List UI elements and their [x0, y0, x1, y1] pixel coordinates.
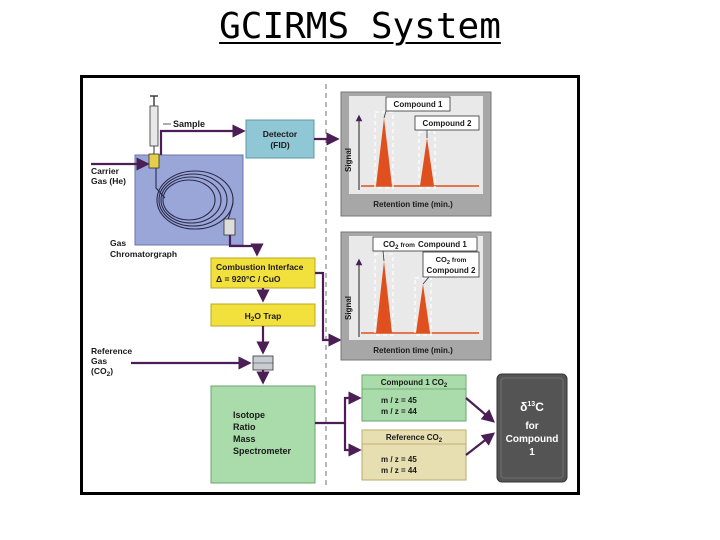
gc-label-1: Gas [110, 238, 126, 248]
fid-label-compound2: Compound 2 [423, 119, 472, 128]
co2-label-2-line2: Compound 2 [427, 266, 476, 275]
reference-mz44: m / z = 44 [381, 466, 417, 475]
reference-result-header [361, 429, 467, 445]
co2-peak2-highlight [414, 277, 432, 336]
compound-to-delta-arrow [465, 397, 496, 423]
column-outlet [227, 202, 234, 221]
syringe-icon [149, 95, 159, 154]
irms-box [210, 385, 316, 484]
carrier-gas-label-1: Carrier [91, 166, 120, 176]
reference-gas-label-3: (CO2) [91, 366, 113, 378]
reference-to-delta-arrow [465, 432, 496, 456]
delta-inner-border [500, 377, 564, 479]
irms-to-results-arrow [315, 391, 362, 425]
co2-label-2-box [422, 251, 480, 278]
slide-title: GCIRMS System [0, 6, 720, 47]
gc-column-coil [156, 170, 234, 230]
diagram-frame: Sample Carrier Gas (He) Detector (FID) G… [80, 75, 580, 495]
reference-mz45: m / z = 45 [381, 455, 417, 464]
reference-gas-label-2: Gas [91, 356, 107, 366]
fid-peak1-highlight [374, 111, 394, 189]
compound-result-header [361, 374, 467, 390]
co2-peak-1 [376, 261, 392, 333]
compound-result-title: Compound 1 CO2 [381, 378, 448, 389]
co2-x-label: Retention time (min.) [373, 346, 453, 355]
irms-label-3: Mass [233, 434, 256, 444]
gc-to-combustion-arrow [228, 235, 264, 257]
injector-block [148, 153, 160, 169]
slide-title-text: GCIRMS System [219, 6, 501, 47]
combustion-to-chrom-arrow [315, 271, 342, 347]
fid-plot-area [349, 96, 483, 194]
co2-peak-2 [416, 284, 430, 333]
co2-peak1-highlight [374, 253, 394, 336]
delta-result-box [496, 373, 568, 483]
sample-label: Sample [173, 119, 205, 129]
combustion-label-1: Combustion Interface [216, 262, 304, 272]
fid-label-compound2-box [414, 115, 480, 131]
irms-label-4: Spectrometer [233, 446, 292, 456]
fid-peak-2 [420, 138, 434, 186]
detector-box [245, 119, 315, 159]
fid-peak-1 [376, 118, 392, 186]
fid-leader-1 [383, 110, 387, 119]
compound-mz44: m / z = 44 [381, 407, 417, 416]
gc-label-2: Chromatorgraph [110, 249, 177, 259]
irms-to-reference-arrow [343, 423, 362, 457]
fid-y-label: Signal [344, 148, 353, 172]
delta-label-1: δ13C [520, 400, 544, 414]
fid-x-label: Retention time (min.) [373, 200, 453, 209]
irms-label-1: Isotope [233, 410, 265, 420]
reference-gas-label-1: Reference [91, 346, 132, 356]
water-trap-label: H2O Trap [245, 311, 282, 323]
delta-label-4: 1 [529, 447, 535, 458]
irms-label-2: Ratio [233, 422, 256, 432]
combustion-label-2: Δ = 920°C / CuO [216, 274, 281, 284]
detector-label-2: (FID) [270, 140, 290, 150]
compound-mz45: m / z = 45 [381, 396, 417, 405]
gc-outlet-fitting [223, 218, 236, 236]
detector-label-1: Detector [263, 129, 298, 139]
delta-label-2: for [525, 421, 538, 432]
co2-y-label: Signal [344, 296, 353, 320]
fid-label-compound1: Compound 1 [394, 100, 443, 109]
reference-result-title: Reference CO2 [386, 433, 443, 444]
co2-leader-2 [422, 276, 430, 285]
gcirms-diagram: Sample Carrier Gas (He) Detector (FID) G… [91, 84, 568, 488]
fid-label-compound1-box [385, 96, 451, 112]
co2-label-1-box [372, 236, 478, 252]
column-inlet [155, 161, 166, 199]
co2-leader-1 [382, 250, 385, 262]
detector-flow-arrow [159, 124, 246, 155]
delta-label-3: Compound [506, 434, 559, 445]
carrier-gas-label-2: Gas (He) [91, 176, 126, 186]
